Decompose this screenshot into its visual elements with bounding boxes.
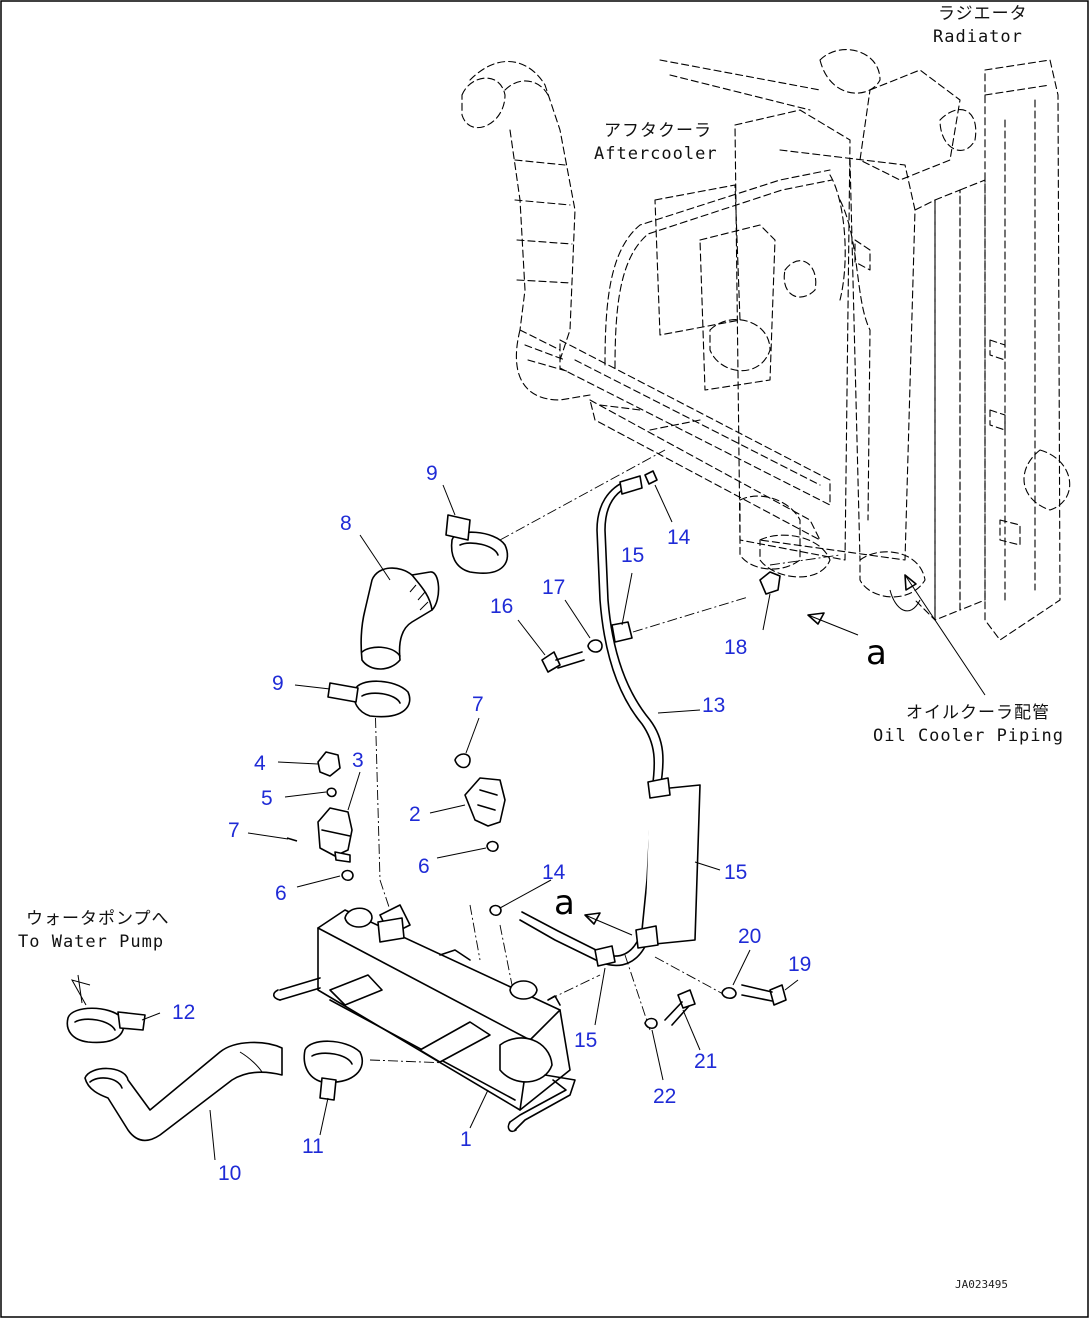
callout-numbers: 1 2 3 4 5 6 6 7 7 8 9 9 10 11 12 13 14 1… [172, 462, 811, 1185]
elbow-fitting-2 [454, 753, 506, 827]
o-ring-5 [326, 787, 337, 798]
hose-clamp-11 [303, 1040, 364, 1101]
callout-3: 3 [352, 749, 364, 772]
water-pump-label-en: To Water Pump [18, 932, 164, 952]
bolt-21 [664, 989, 696, 1026]
callout-8: 8 [340, 512, 352, 535]
callout-9-upper: 9 [426, 462, 438, 485]
oil-pipe-13 [519, 475, 664, 967]
drawing-id: JA023495 [955, 1278, 1008, 1291]
pin-7-left [286, 837, 298, 842]
callout-7-left: 7 [228, 819, 240, 842]
radiator-label-ja: ラジエータ [938, 4, 1028, 24]
callout-7-right: 7 [472, 693, 484, 716]
hose-clamp-9-upper [445, 514, 509, 574]
radiator-assembly [461, 49, 1071, 641]
sub-tank-1 [272, 904, 576, 1133]
elbow-hose-8 [360, 567, 440, 670]
view-a-marker-left: a [554, 883, 575, 923]
callout-5: 5 [261, 787, 273, 810]
callout-15-long: 15 [724, 861, 747, 884]
callout-22: 22 [653, 1085, 676, 1108]
washer-20 [721, 986, 737, 1000]
leader-lines [70, 484, 986, 1161]
hose-clamp-9-lower [327, 680, 411, 718]
seal-14-lower [489, 904, 502, 917]
seal-14-upper [644, 470, 658, 485]
cap-18 [759, 571, 781, 595]
hose-clamp-12 [66, 1007, 146, 1044]
callout-10: 10 [218, 1162, 241, 1185]
callout-11: 11 [302, 1135, 324, 1158]
callout-21: 21 [694, 1050, 717, 1073]
washer-22 [644, 1017, 658, 1030]
captions: ラジエータ Radiator アフタクーラ Aftercooler オイルクーラ… [18, 4, 1064, 1291]
bolt-19 [741, 984, 787, 1006]
oil-cooler-label-en: Oil Cooler Piping [873, 726, 1064, 746]
callout-15-lower: 15 [574, 1029, 597, 1052]
hose-10 [84, 1041, 283, 1142]
callout-6-left: 6 [275, 882, 287, 905]
callout-4: 4 [254, 752, 266, 775]
callout-18: 18 [724, 636, 747, 659]
callout-9-lower: 9 [272, 672, 284, 695]
adapter-3 [317, 807, 353, 863]
callout-6-right: 6 [418, 855, 430, 878]
callout-14-lower: 14 [542, 861, 566, 884]
callout-13: 13 [702, 694, 725, 717]
radiator-label-en: Radiator [933, 27, 1023, 47]
o-ring-6-left [341, 869, 354, 882]
callout-20: 20 [738, 925, 761, 948]
o-ring-6-right [486, 840, 499, 853]
callout-12: 12 [172, 1001, 195, 1024]
callout-14-upper: 14 [667, 526, 691, 549]
plug-4 [317, 751, 341, 777]
callout-16: 16 [490, 595, 513, 618]
bolt-16 [541, 651, 585, 673]
aftercooler-label-ja: アフタクーラ [604, 121, 712, 141]
water-pump-label-ja: ウォータポンプへ [26, 909, 170, 929]
callout-2: 2 [409, 803, 421, 826]
clip-15-lower [594, 945, 616, 967]
callout-17: 17 [542, 576, 565, 599]
callout-1: 1 [460, 1128, 472, 1151]
aftercooler-label-en: Aftercooler [594, 144, 718, 164]
long-clip-15 [644, 784, 701, 946]
callout-15-upper: 15 [621, 544, 644, 567]
oil-cooler-label-ja: オイルクーラ配管 [906, 703, 1050, 723]
callout-19: 19 [788, 953, 811, 976]
view-a-marker-right: a [866, 633, 887, 673]
washer-17 [587, 639, 603, 653]
